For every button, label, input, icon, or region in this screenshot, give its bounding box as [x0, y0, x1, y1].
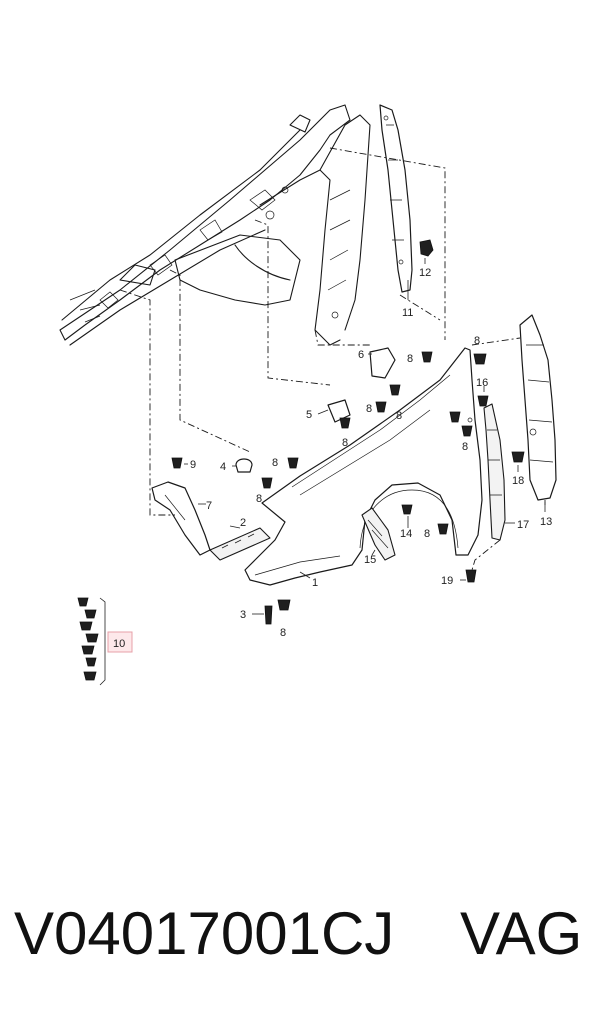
callout-8d: 8 [366, 403, 372, 415]
callout-5: 5 [306, 409, 312, 421]
callout-9: 9 [190, 459, 196, 471]
callout-17: 17 [517, 519, 529, 531]
callout-8c: 8 [342, 437, 348, 449]
part-1-fender [244, 347, 483, 586]
callout-8h: 8 [462, 441, 468, 453]
assembly-lines [119, 147, 546, 571]
part-10-fastener-kit [77, 597, 133, 686]
callout-19: 19 [441, 575, 453, 587]
part-6-bracket [369, 347, 396, 379]
callout-11: 11 [402, 307, 413, 319]
part-5-bracket [327, 399, 351, 423]
callout-10: 10 [113, 638, 125, 650]
callout-2: 2 [240, 517, 246, 529]
callout-7: 7 [206, 500, 212, 512]
callout-8a: 8 [272, 457, 278, 469]
screws [171, 351, 525, 625]
callout-13: 13 [540, 516, 552, 528]
callouts: 1 2 3 4 5 6 7 8 8 8 8 8 8 8 8 8 8 9 10 1… [113, 267, 552, 650]
callout-8j: 8 [280, 627, 286, 639]
part-2-strip [209, 527, 271, 561]
leader-lines [184, 258, 546, 615]
part-code-label: V04017001CJ [14, 900, 395, 967]
callout-8e: 8 [396, 410, 402, 422]
callout-4: 4 [220, 461, 226, 473]
part-4-clip [235, 458, 253, 473]
callout-8b: 8 [256, 493, 262, 505]
part-15-panel [361, 507, 396, 561]
callout-8i: 8 [424, 528, 430, 540]
callout-14: 14 [400, 528, 412, 540]
callout-1: 1 [312, 577, 318, 589]
callout-15: 15 [364, 554, 376, 566]
callout-16: 16 [476, 377, 488, 389]
callout-12: 12 [419, 267, 431, 279]
part-13-liner [519, 314, 557, 501]
part-12-clip [419, 239, 434, 257]
body-frame-structure [59, 104, 371, 346]
callout-6: 6 [358, 349, 364, 361]
callout-8f: 8 [407, 353, 413, 365]
part-17-strip [483, 403, 506, 541]
callout-3: 3 [240, 609, 246, 621]
callout-8g: 8 [474, 335, 480, 347]
part-7-bracket [151, 481, 211, 556]
brand-label: VAG [460, 900, 583, 967]
callout-18: 18 [512, 475, 524, 487]
part-11-seal [379, 104, 413, 293]
